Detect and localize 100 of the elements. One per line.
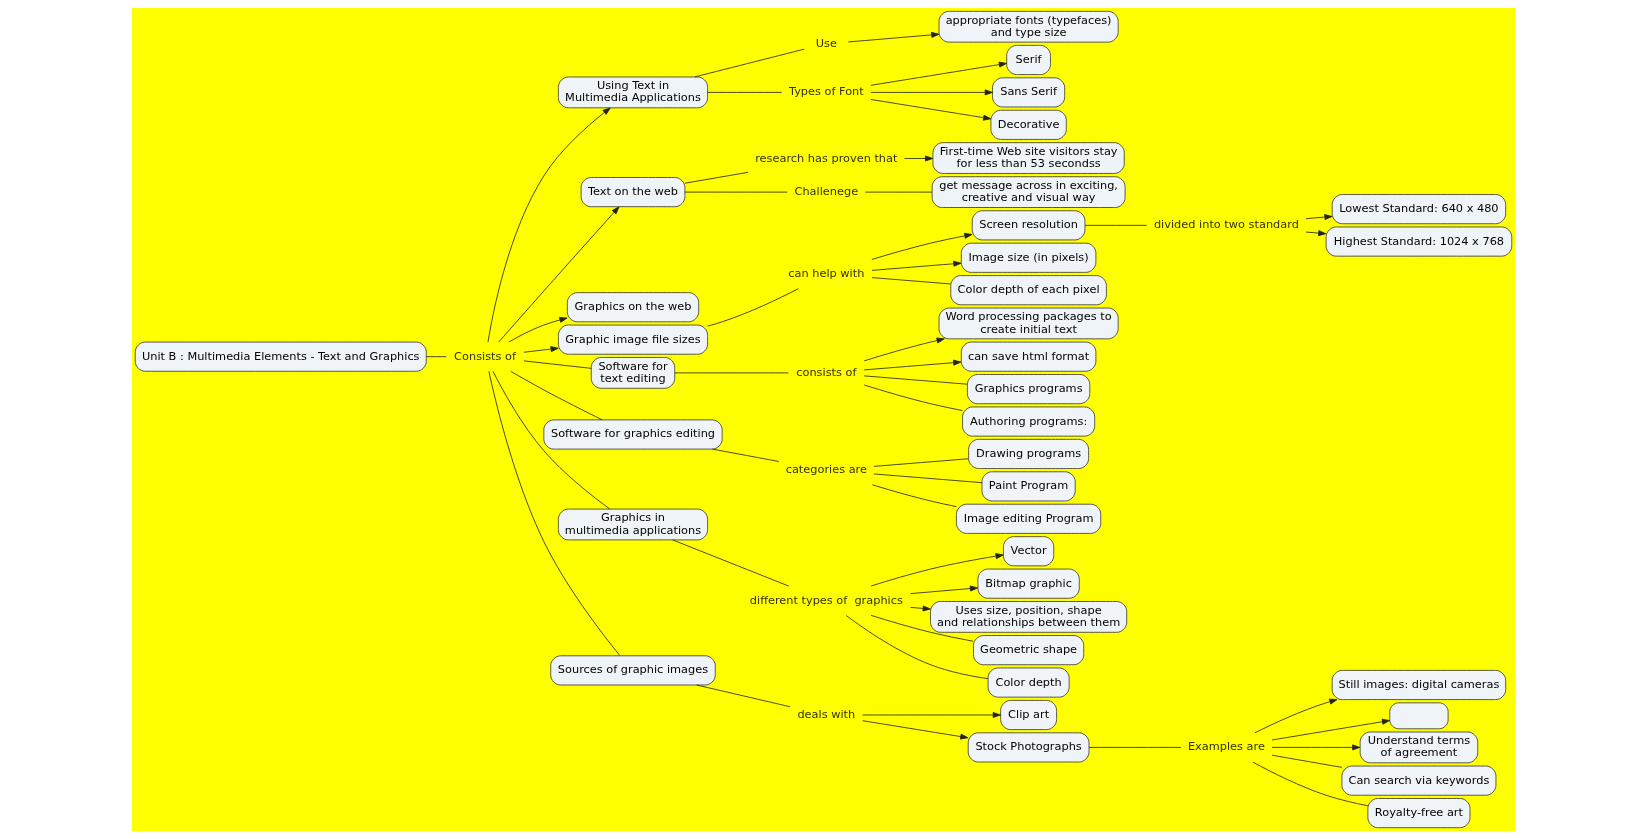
- node-box: Color depth of each pixel: [950, 275, 1107, 306]
- arrow: [863, 359, 962, 371]
- connector: [492, 370, 611, 510]
- connector: [694, 48, 805, 78]
- node-text: different types of graphics: [749, 592, 903, 607]
- arrow: [847, 31, 940, 43]
- connector: [870, 614, 974, 642]
- connector: [1084, 224, 1148, 226]
- connector: [845, 615, 989, 680]
- connector: [674, 372, 789, 374]
- arrow: [870, 99, 992, 121]
- connector: [426, 356, 447, 358]
- connector: [863, 384, 963, 411]
- node-box: Bitmap graphic: [977, 568, 1080, 599]
- arrow: [487, 107, 611, 343]
- connector: [510, 370, 603, 421]
- arrow: [863, 337, 945, 362]
- arrow: [1271, 744, 1361, 751]
- node-box: Image editing Program: [956, 503, 1102, 534]
- connector: [684, 191, 788, 193]
- node-box: Sans Serif: [992, 77, 1066, 108]
- node-box: Vector: [1003, 536, 1055, 567]
- node-box: Paint Program: [981, 471, 1076, 502]
- connector: [707, 92, 783, 93]
- node-text: divided into two standard: [1153, 217, 1299, 232]
- node-box: Lowest Standard: 640 x 480: [1331, 194, 1507, 225]
- node-box: Sources of graphic images: [550, 655, 716, 686]
- node-box: Graphics programs: [967, 374, 1091, 405]
- connector: [696, 684, 791, 708]
- connector: [672, 539, 790, 587]
- node-box: Stock Photographs: [967, 732, 1090, 763]
- node-text: can help with: [788, 265, 865, 280]
- connector: [711, 448, 780, 462]
- arrow: [1305, 214, 1333, 220]
- node-text: Examples are: [1187, 739, 1265, 754]
- node-box: Understand terms of agreement: [1359, 731, 1479, 764]
- node-box: [1389, 702, 1449, 730]
- connector: [684, 171, 749, 184]
- arrow: [910, 605, 931, 612]
- node-box: Highest Standard: 1024 x 768: [1325, 226, 1513, 257]
- arrow: [523, 346, 559, 353]
- arrow: [904, 155, 934, 162]
- node-box: can save html format: [960, 341, 1097, 372]
- node-box: Software for text editing: [590, 357, 676, 389]
- arrow: [910, 585, 979, 595]
- arrow: [1271, 718, 1391, 741]
- arrow: [870, 553, 1004, 587]
- connector: [488, 370, 621, 656]
- arrow: [1305, 230, 1327, 237]
- node-text: Challenege: [794, 184, 859, 199]
- node-box: Drawing programs: [968, 438, 1089, 469]
- connector: [873, 473, 983, 484]
- node-box: Text on the web: [580, 177, 686, 208]
- arrow: [870, 61, 1007, 86]
- node-text: categories are: [785, 462, 867, 477]
- node-box: Geometric shape: [973, 635, 1085, 666]
- arrow: [871, 232, 973, 260]
- node-box: Can search via keywords: [1341, 765, 1497, 796]
- arrow: [862, 712, 1001, 718]
- node-box: Still images: digital cameras: [1331, 670, 1507, 700]
- connector: [864, 191, 933, 193]
- node-box: Authoring programs:: [962, 406, 1096, 437]
- node-text: deals with: [797, 706, 856, 721]
- arrow: [871, 260, 962, 271]
- node-box: Uses size, position, shape and relationships between them: [930, 601, 1128, 633]
- node-box: First-time Web site visitors stay for less than 53 secondss: [932, 142, 1125, 174]
- arrow: [508, 317, 568, 343]
- node-box: appropriate fonts (typefaces) and type size: [938, 10, 1119, 43]
- node-box: Graphic image file sizes: [558, 324, 708, 355]
- connector: [873, 458, 969, 467]
- node-text: Use: [815, 35, 837, 50]
- arrow: [862, 720, 969, 740]
- connector: [863, 375, 968, 385]
- node-text: research has proven that: [755, 150, 898, 165]
- arrow: [498, 206, 620, 343]
- node-box: Unit B : Multimedia Elements - Text and Graphics: [134, 341, 427, 372]
- node-box: Royalty-free art: [1367, 798, 1471, 829]
- arrow: [1254, 698, 1338, 734]
- node-text: Consists of: [454, 348, 516, 363]
- node-box: Screen resolution: [971, 210, 1086, 241]
- node-box: Serif: [1006, 44, 1051, 75]
- node-box: Image size (in pixels): [960, 242, 1097, 273]
- node-box: Graphics on the web: [566, 292, 700, 323]
- node-box: get message across in exciting, creative and visual way: [931, 176, 1126, 208]
- node-box: Clip art: [1000, 700, 1057, 730]
- node-box: Graphics in multimedia applications: [558, 508, 708, 541]
- node-box: Using Text in Multimedia Applications: [558, 76, 708, 109]
- node-box: Decorative: [990, 109, 1067, 140]
- connector: [523, 360, 592, 369]
- connector: [707, 288, 799, 327]
- node-box: Word processing packages to create initial text: [938, 307, 1119, 340]
- connector: [1088, 747, 1182, 748]
- node-box: Software for graphics editing: [543, 419, 723, 450]
- connector: [871, 277, 951, 285]
- connector: [872, 484, 957, 508]
- arrow: [870, 89, 993, 96]
- node-text: consists of: [796, 364, 857, 379]
- node-box: Color depth: [987, 667, 1070, 698]
- connector: [1271, 754, 1343, 768]
- node-text: Types of Font: [788, 84, 864, 99]
